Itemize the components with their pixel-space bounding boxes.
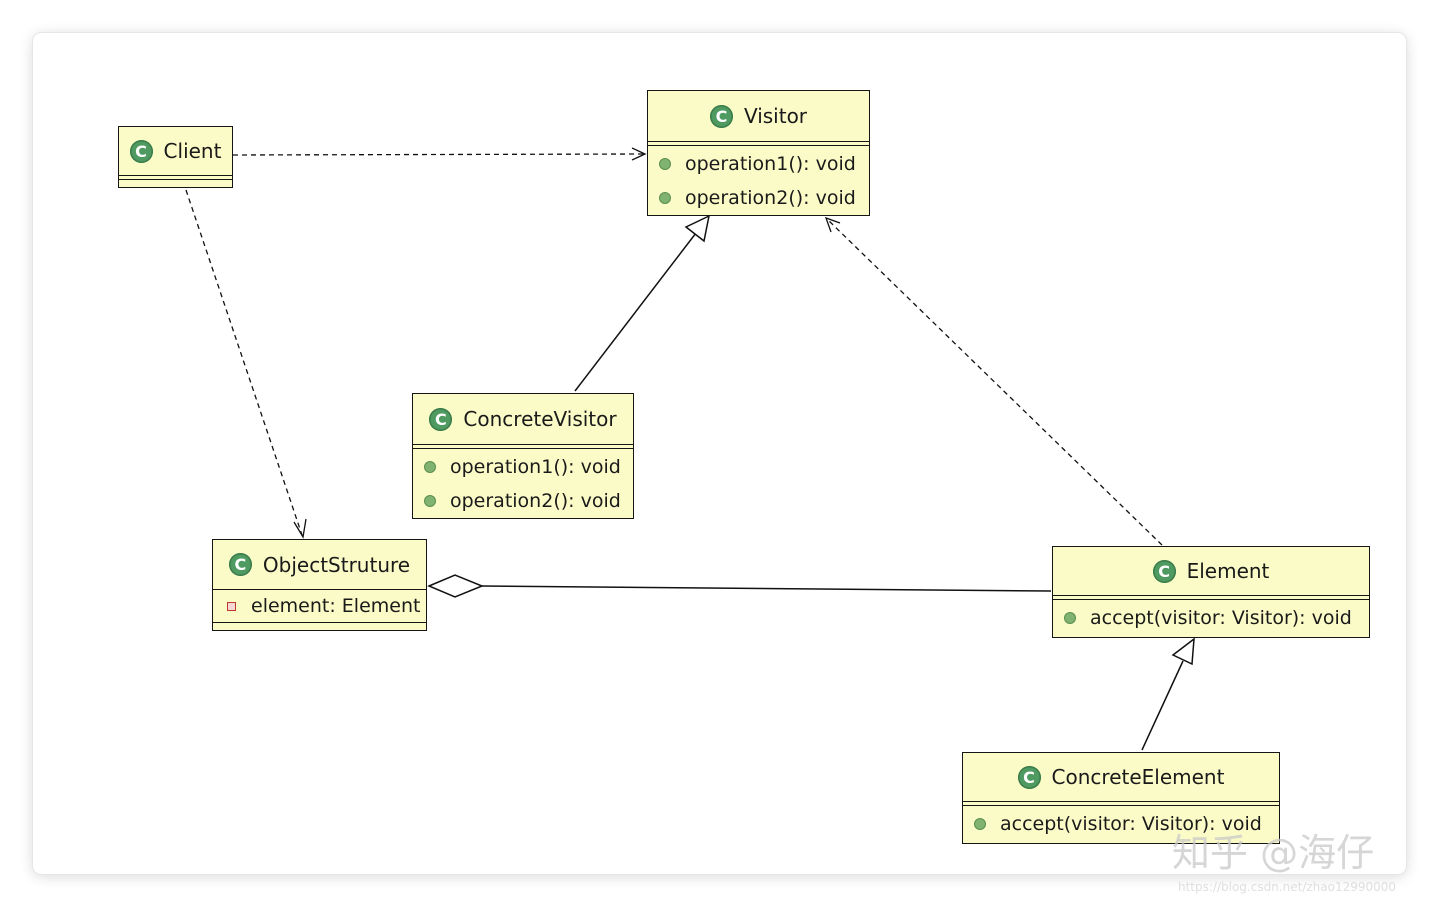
public-method-icon	[424, 461, 436, 473]
public-method-icon	[974, 818, 986, 830]
compartment-divider	[1053, 595, 1369, 600]
class-concrete-visitor[interactable]: C ConcreteVisitor operation1(): void ope…	[412, 393, 634, 519]
method-row[interactable]: operation1(): void	[413, 450, 633, 484]
class-object-structure[interactable]: C ObjectStruture element: Element	[212, 539, 427, 631]
class-header: C Client	[119, 127, 232, 175]
compartment-divider	[963, 801, 1279, 806]
compartment-divider	[648, 141, 869, 146]
method-row[interactable]: operation2(): void	[648, 181, 869, 215]
dependency-client-visitor	[232, 147, 647, 161]
class-header: C ConcreteElement	[963, 753, 1279, 801]
method-row[interactable]: accept(visitor: Visitor): void	[1053, 601, 1369, 635]
class-name: Visitor	[743, 104, 808, 128]
private-field-icon	[227, 601, 236, 611]
class-header: C ObjectStruture	[213, 540, 426, 589]
method-row[interactable]: operation1(): void	[648, 147, 869, 181]
class-concrete-element[interactable]: C ConcreteElement accept(visitor: Visito…	[962, 752, 1280, 844]
class-name: ConcreteElement	[1051, 765, 1225, 789]
public-method-icon	[659, 192, 671, 204]
dependency-element-visitor	[824, 216, 1163, 546]
class-c-icon: C	[709, 104, 733, 128]
class-c-icon: C	[1017, 765, 1041, 789]
class-header: C ConcreteVisitor	[413, 394, 633, 444]
method-signature: operation2(): void	[685, 187, 856, 209]
class-c-icon: C	[429, 407, 453, 431]
method-signature: accept(visitor: Visitor): void	[1000, 813, 1262, 835]
aggregation-objectstructure-element	[427, 574, 1052, 598]
class-client[interactable]: C Client	[118, 126, 233, 188]
public-method-icon	[1064, 612, 1076, 624]
class-name: Element	[1186, 559, 1270, 583]
class-name: ConcreteVisitor	[463, 407, 617, 431]
method-signature: accept(visitor: Visitor): void	[1090, 607, 1352, 629]
method-row[interactable]: accept(visitor: Visitor): void	[963, 807, 1279, 841]
public-method-icon	[424, 495, 436, 507]
class-visitor[interactable]: C Visitor operation1(): void operation2(…	[647, 90, 870, 216]
compartment-divider	[213, 589, 426, 590]
class-element[interactable]: C Element accept(visitor: Visitor): void	[1052, 546, 1370, 638]
compartment-divider	[119, 175, 232, 180]
watermark-text: 知乎 @海仔	[1172, 831, 1375, 875]
class-c-icon: C	[1152, 559, 1176, 583]
class-header: C Element	[1053, 547, 1369, 595]
method-signature: operation1(): void	[685, 153, 856, 175]
method-row[interactable]: operation2(): void	[413, 484, 633, 518]
method-signature: operation1(): void	[450, 456, 621, 478]
class-name: ObjectStruture	[262, 552, 411, 577]
class-c-icon: C	[129, 139, 153, 163]
dependency-client-objectstructure	[185, 189, 307, 539]
watermark-url: https://blog.csdn.net/zhao12990000	[1178, 880, 1397, 894]
generalization-concreteelement-element	[1141, 637, 1195, 751]
field-row[interactable]: element: Element	[213, 590, 426, 622]
class-c-icon: C	[228, 553, 252, 576]
generalization-concretevisitor-visitor	[574, 214, 711, 392]
compartment-divider	[213, 622, 426, 623]
compartment-divider	[413, 444, 633, 449]
class-header: C Visitor	[648, 91, 869, 141]
field-signature: element: Element	[251, 595, 421, 617]
public-method-icon	[659, 158, 671, 170]
class-name: Client	[163, 139, 222, 163]
method-signature: operation2(): void	[450, 490, 621, 512]
